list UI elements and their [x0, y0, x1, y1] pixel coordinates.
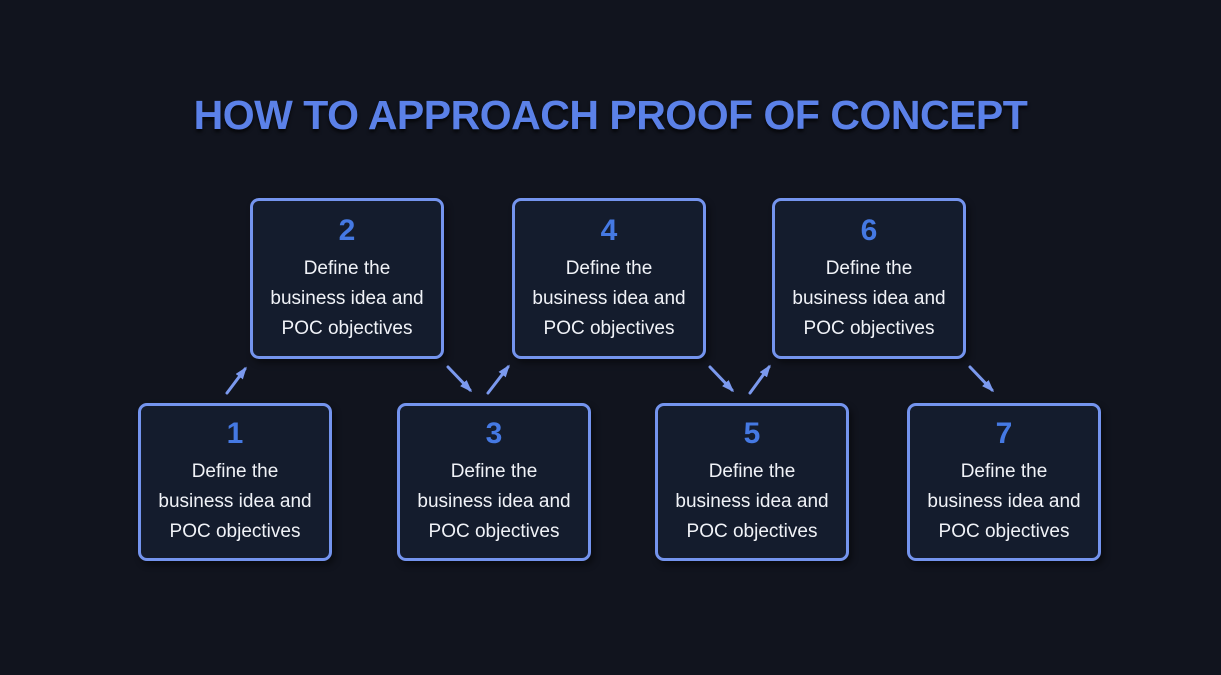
page-title: HOW TO APPROACH PROOF OF CONCEPT [193, 92, 1028, 138]
step-text-line: Define the [825, 257, 913, 279]
step-text-line: Define the [450, 461, 538, 482]
arrow-4-to-5 [708, 365, 735, 393]
step-text-line: POC objectives [686, 521, 818, 542]
step-text-line: POC objectives [428, 521, 560, 542]
arrow-1-to-2 [225, 366, 247, 395]
step-number: 3 [485, 417, 503, 450]
step-number: 5 [743, 417, 761, 450]
step-box-1: 1 Define the business idea and POC objec… [138, 403, 332, 561]
step-number: 7 [995, 417, 1013, 450]
step-number: 6 [860, 213, 878, 247]
step-text-line: POC objectives [543, 317, 675, 339]
step-number: 2 [338, 213, 356, 247]
arrow-6-to-7 [968, 365, 995, 393]
step-text-line: POC objectives [938, 521, 1070, 542]
arrow-2-to-3 [446, 365, 473, 393]
step-box-2: 2 Define the business idea and POC objec… [250, 198, 444, 359]
step-text-line: business idea and [532, 287, 686, 309]
step-box-3: 3 Define the business idea and POC objec… [397, 403, 591, 561]
step-text-line: business idea and [270, 287, 424, 309]
step-text-line: business idea and [927, 491, 1081, 512]
step-text-line: POC objectives [169, 521, 301, 542]
arrow-5-to-6 [748, 364, 771, 395]
step-text-line: Define the [960, 461, 1048, 482]
step-number: 1 [226, 417, 244, 450]
step-text-line: business idea and [158, 491, 312, 512]
step-text-line: business idea and [792, 287, 946, 309]
step-text-line: business idea and [675, 491, 829, 512]
step-number: 4 [600, 213, 618, 247]
step-box-7: 7 Define the business idea and POC objec… [907, 403, 1101, 561]
step-text-line: Define the [303, 257, 391, 279]
step-text-line: Define the [565, 257, 653, 279]
arrow-3-to-4 [486, 364, 510, 395]
step-text-line: POC objectives [281, 317, 413, 339]
step-box-5: 5 Define the business idea and POC objec… [655, 403, 849, 561]
step-text-line: business idea and [417, 491, 571, 512]
step-box-6: 6 Define the business idea and POC objec… [772, 198, 966, 359]
step-box-4: 4 Define the business idea and POC objec… [512, 198, 706, 359]
step-text-line: Define the [191, 461, 279, 482]
step-text-line: Define the [708, 461, 796, 482]
step-text-line: POC objectives [803, 317, 935, 339]
